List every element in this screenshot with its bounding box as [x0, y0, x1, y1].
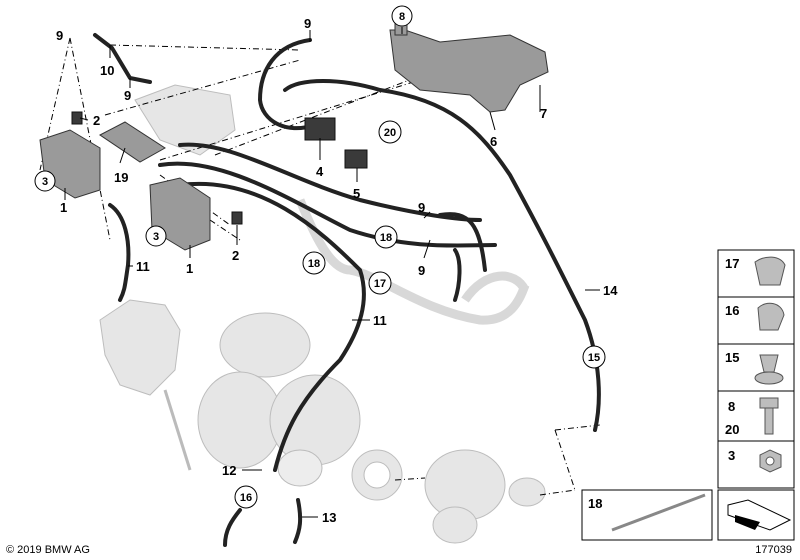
circle-label-3: 3: [34, 170, 56, 192]
orientation-arrow-shadow-icon: [735, 515, 760, 530]
charge-pipe-ghost: [295, 198, 530, 325]
label-11: 11: [136, 259, 150, 274]
circle-label-18: 18: [302, 251, 326, 275]
svg-text:3: 3: [42, 176, 48, 188]
turbo-actuator-left-ghost: [99, 299, 192, 471]
legend-label-8: 8: [728, 399, 735, 414]
svg-text:17: 17: [374, 278, 386, 290]
legend-label-17: 17: [725, 256, 739, 271]
svg-text:18: 18: [308, 258, 320, 270]
circle-label-15: 15: [582, 345, 606, 369]
leader-lines: [64, 27, 600, 518]
orientation-arrow-icon: [727, 499, 792, 531]
label-1: 1: [60, 200, 67, 215]
svg-text:20: 20: [384, 127, 396, 139]
part-number-labels: 9 10 9 2 19 1 9 4 5 7 6 1 2 11 11 9 9 14…: [56, 16, 618, 525]
legend-label-20: 20: [725, 422, 739, 437]
circle-label-16: 16: [234, 485, 258, 509]
svg-text:3: 3: [153, 231, 159, 243]
legend-label-15: 15: [725, 350, 739, 365]
label-13: 13: [322, 510, 336, 525]
turbocharger-right-ghost: [424, 449, 546, 544]
circle-label-8: 8: [391, 5, 413, 27]
copyright-notice: © 2019 BMW AG: [6, 544, 90, 556]
turbocharger-ghost: [197, 312, 361, 487]
label-14: 14: [603, 283, 618, 298]
circle-label-18: 18: [374, 225, 398, 249]
label-19: 19: [114, 170, 128, 185]
legend-label-3: 3: [728, 448, 735, 463]
legend-cell-15: [717, 343, 795, 392]
drawing-number: 177039: [755, 544, 792, 556]
legend-label-16: 16: [725, 303, 739, 318]
circle-label-17: 17: [368, 271, 392, 295]
label-10: 10: [100, 63, 114, 78]
gasket-19: [99, 121, 166, 163]
label-4: 4: [316, 164, 324, 179]
hardware-legend: 17 16 15 8 20 3 18: [581, 249, 795, 541]
solenoid-valve: [304, 117, 368, 169]
svg-text:16: 16: [240, 492, 252, 504]
label-9: 9: [418, 200, 425, 215]
svg-text:15: 15: [588, 352, 600, 364]
label-6: 6: [490, 134, 497, 149]
legend-label-18: 18: [588, 496, 602, 511]
legend-cell-18: [581, 489, 713, 541]
label-12: 12: [222, 463, 236, 478]
label-7: 7: [540, 106, 547, 121]
label-1: 1: [186, 261, 193, 276]
circle-label-3: 3: [145, 225, 167, 247]
label-9: 9: [418, 263, 425, 278]
exhaust-flange-ghost: [351, 449, 403, 501]
label-11: 11: [373, 313, 387, 328]
intake-bracket-ghost: [134, 84, 236, 156]
svg-text:18: 18: [380, 232, 392, 244]
label-9: 9: [56, 28, 63, 43]
circle-label-20: 20: [378, 120, 402, 144]
label-5: 5: [353, 186, 360, 201]
svg-text:8: 8: [399, 11, 405, 23]
label-2: 2: [232, 248, 239, 263]
circled-labels: 8 20 3 3 18 18 17 15: [34, 5, 606, 509]
label-2: 2: [93, 113, 100, 128]
label-9: 9: [124, 88, 131, 103]
label-9: 9: [304, 16, 311, 31]
